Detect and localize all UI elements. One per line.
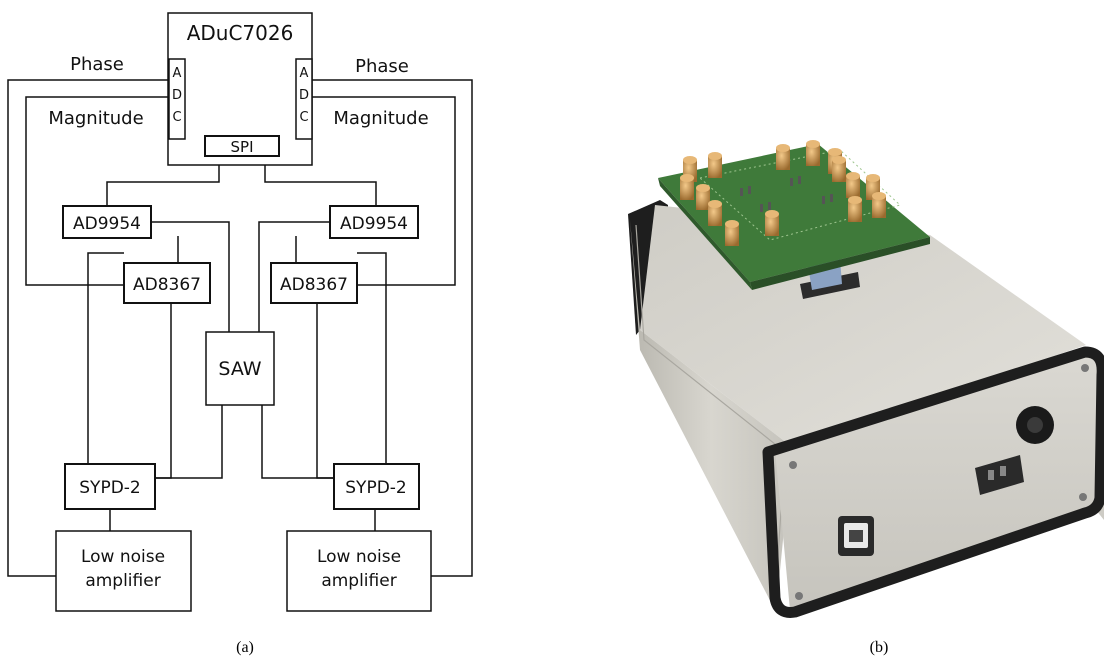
- amp-left-label-line1: Low noise: [81, 547, 165, 567]
- sma-connector-icon: [696, 184, 710, 210]
- screw-icon: [789, 461, 797, 469]
- detector-left-label: AD8367: [133, 275, 201, 295]
- screw-icon: [1081, 364, 1089, 372]
- amp-right-label-line1: Low noise: [317, 547, 401, 567]
- spi-label: SPI: [231, 138, 254, 156]
- amp-right-label-line2: amplifier: [321, 571, 396, 591]
- adc-right-letter-d: D: [299, 88, 309, 103]
- adc-left-letter-c: C: [172, 110, 181, 125]
- splitter-right-label: SYPD-2: [345, 478, 406, 498]
- saw-label: SAW: [218, 358, 261, 380]
- detector-right-label: AD8367: [280, 275, 348, 295]
- phase-label-right: Phase: [355, 56, 409, 77]
- sma-connector-icon: [708, 200, 722, 226]
- sma-connector-icon: [725, 220, 739, 246]
- adc-left-letter-d: D: [172, 88, 182, 103]
- sma-connector-icon: [806, 140, 820, 166]
- wire-saw-split-left: [155, 405, 222, 478]
- sma-connector-icon: [848, 196, 862, 222]
- dds-right-label: AD9954: [340, 214, 408, 234]
- magnitude-label-left: Magnitude: [48, 108, 143, 129]
- mcu-label: ADuC7026: [187, 21, 294, 45]
- block-diagram: [8, 13, 472, 611]
- sma-connector-icon: [708, 152, 722, 178]
- phase-label-left: Phase: [70, 54, 124, 75]
- adc-right-letter-a: A: [300, 66, 309, 81]
- usb-port-icon: [838, 516, 874, 556]
- magnitude-label-right: Magnitude: [333, 108, 428, 129]
- wire-det-split-right-b: [317, 303, 334, 478]
- screw-icon: [1079, 493, 1087, 501]
- caption-b: (b): [870, 639, 889, 656]
- wire-spi-left: [107, 164, 219, 206]
- caption-a: (a): [236, 639, 254, 656]
- sma-connector-icon: [872, 192, 886, 218]
- adc-left-letter-a: A: [173, 66, 182, 81]
- wire-saw-split-right: [262, 405, 334, 478]
- sma-connector-icon: [776, 144, 790, 170]
- sma-connector-icon: [765, 210, 779, 236]
- sma-connector-icon: [846, 172, 860, 198]
- amp-left-label-line2: amplifier: [85, 571, 160, 591]
- device-photo: [628, 140, 1104, 612]
- adc-right-letter-c: C: [299, 110, 308, 125]
- wire-spi-right: [265, 164, 376, 206]
- sma-connector-icon: [680, 174, 694, 200]
- splitter-left-label: SYPD-2: [79, 478, 140, 498]
- dds-left-label: AD9954: [73, 214, 141, 234]
- power-jack-icon: [1016, 406, 1054, 444]
- screw-icon: [795, 592, 803, 600]
- wire-det-split-left-b: [155, 303, 171, 478]
- sma-connector-icon: [832, 156, 846, 182]
